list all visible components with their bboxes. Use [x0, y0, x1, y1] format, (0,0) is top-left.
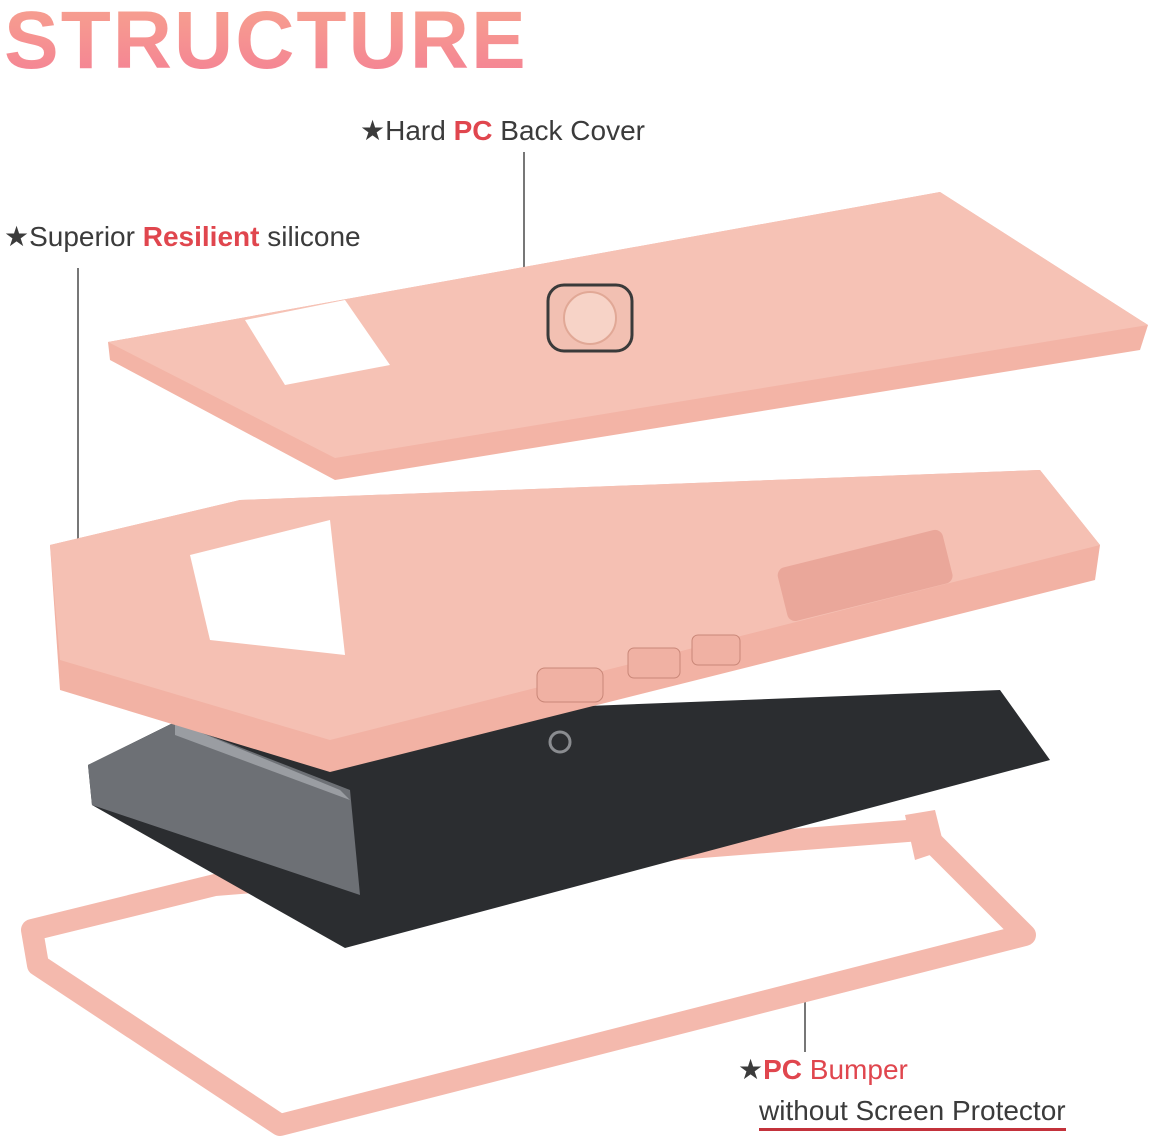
silicone-leader-line — [77, 268, 134, 549]
label-text: Hard — [385, 115, 454, 146]
label-back-cover: ★Hard PC Back Cover — [360, 114, 645, 147]
label-silicone: ★Superior Resilient silicone — [4, 220, 361, 253]
label-text: Bumper — [802, 1054, 908, 1085]
label-text: without Screen Protector — [759, 1095, 1066, 1131]
star-icon: ★ — [738, 1054, 764, 1085]
label-text: Superior — [29, 221, 143, 252]
volume-up-button — [627, 647, 681, 679]
label-text: Back Cover — [492, 115, 645, 146]
page-title: STRUCTURE — [4, 0, 528, 88]
volume-down-button — [691, 634, 741, 666]
label-text: silicone — [259, 221, 361, 252]
label-bumper-line2: without Screen Protector — [759, 1095, 1066, 1131]
label-bumper: ★PC Bumper — [738, 1053, 908, 1086]
silicone-layer — [50, 470, 1100, 772]
label-accent: Resilient — [142, 221, 260, 252]
g-logo-icon — [548, 730, 572, 754]
label-accent: PC — [453, 115, 493, 146]
camera-cutout — [245, 300, 390, 385]
grip-texture — [777, 529, 953, 622]
pc-bumper-frame — [21, 810, 1036, 1136]
label-accent: PC — [763, 1054, 803, 1085]
star-icon: ★ — [4, 221, 30, 252]
hard-pc-back-cover — [108, 192, 1148, 480]
power-button — [536, 667, 604, 703]
star-icon: ★ — [360, 115, 386, 146]
